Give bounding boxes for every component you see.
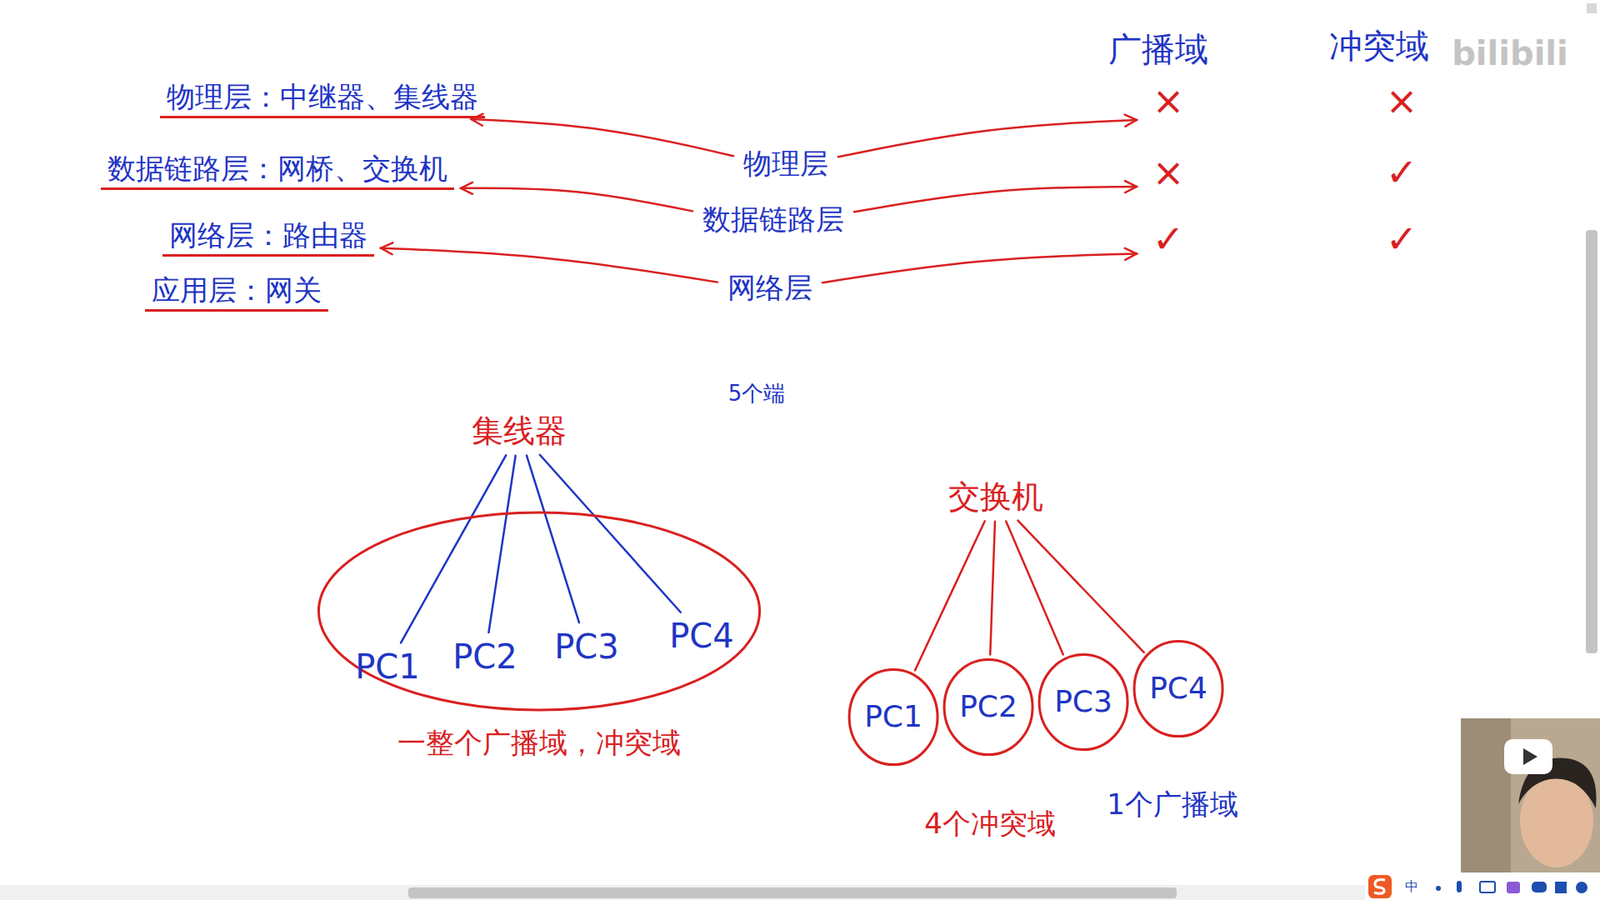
arrow-connector xyxy=(460,188,693,212)
column-header: 广播域 xyxy=(1108,29,1209,70)
scrollbar-thumb xyxy=(1585,230,1598,654)
hub-label: 集线器 xyxy=(465,410,574,453)
link-line xyxy=(990,521,995,655)
count-note: 1个广播域 xyxy=(1106,787,1239,822)
scroll-arrow xyxy=(1586,3,1597,14)
mark-symbol: ✓ xyxy=(1376,150,1427,196)
mark-row: ×× xyxy=(1143,78,1427,125)
node-text: PC2 xyxy=(452,636,518,677)
link-line xyxy=(526,455,580,624)
mark-symbol: ✓ xyxy=(1376,216,1427,263)
ime-icon xyxy=(1531,881,1547,893)
mark-symbol: ✓ xyxy=(1143,216,1194,263)
pc-circle: PC2 xyxy=(943,657,1034,757)
webcam-frame xyxy=(1460,718,1600,873)
layer-device-note: 网络层：路由器 xyxy=(162,216,375,257)
layer-name: 网络层 xyxy=(720,269,820,307)
mark-row: ×✓ xyxy=(1143,150,1427,196)
pc-label: PC1 xyxy=(348,645,427,689)
node-text: PC1 xyxy=(355,646,420,687)
node-text: PC4 xyxy=(669,615,735,656)
ime-icon xyxy=(1435,885,1441,891)
ime-icon xyxy=(1555,881,1567,894)
arrow-connector xyxy=(822,253,1137,283)
switch-label: 交换机 xyxy=(941,476,1050,519)
node-text: PC2 xyxy=(959,688,1018,725)
pc-circle: PC1 xyxy=(848,667,939,767)
link-line xyxy=(488,455,515,633)
column-header: 冲突域 xyxy=(1329,25,1430,66)
link-line xyxy=(400,455,506,643)
play-icon xyxy=(1523,748,1538,765)
link-line xyxy=(540,455,681,613)
ime-toolbar xyxy=(1365,873,1600,900)
arrow-connector xyxy=(854,186,1137,212)
node-text: 数据链路层 xyxy=(702,202,845,237)
arrow-connector xyxy=(838,120,1137,157)
ime-icon xyxy=(1480,881,1495,893)
ellipse-stroke xyxy=(1134,640,1223,736)
arrow-connector xyxy=(380,248,718,283)
node-text: 物理层：中继器、集线器 xyxy=(166,80,479,115)
node-text: 网络层：路由器 xyxy=(169,218,368,253)
mark-symbol: × xyxy=(1376,78,1427,125)
node-text: PC1 xyxy=(864,698,923,735)
node-text: 数据链路层：网桥、交换机 xyxy=(107,151,448,186)
ellipse-stroke xyxy=(849,669,938,765)
scrollbar-thumb xyxy=(408,887,1177,899)
ime-icon xyxy=(1456,880,1462,893)
link-line xyxy=(1017,520,1144,653)
layer-name: 数据链路层 xyxy=(695,200,851,239)
ime-bar xyxy=(1365,873,1600,900)
mark-symbol: × xyxy=(1143,78,1194,125)
ellipse-stroke xyxy=(1039,654,1128,750)
arrow-connector xyxy=(470,119,734,156)
broadcast-domain-outline: 一整个广播域，冲突域PC1PC2PC3PC4 xyxy=(314,508,765,715)
pc-label: PC3 xyxy=(547,625,626,669)
count-note: 4个冲突域 xyxy=(924,806,1056,841)
scrollbar-track xyxy=(0,885,1600,900)
ime-icon xyxy=(1506,881,1520,894)
link-line xyxy=(915,520,985,670)
layer-name: 物理层 xyxy=(736,145,835,183)
node-text: 交换机 xyxy=(948,478,1044,517)
link-line xyxy=(1005,520,1064,655)
node-text: PC4 xyxy=(1149,670,1208,706)
layer-device-note: 物理层：中继器、集线器 xyxy=(160,78,485,119)
caption: 一整个广播域，冲突域 xyxy=(397,725,681,760)
ime-icon xyxy=(1575,881,1588,894)
node-text: 物理层 xyxy=(743,146,829,181)
layer-device-note: 数据链路层：网桥、交换机 xyxy=(100,150,455,190)
mark-row: ✓✓ xyxy=(1143,216,1427,263)
node-text: 网络层 xyxy=(727,270,813,305)
ellipse-stroke xyxy=(318,511,760,710)
node-text: 集线器 xyxy=(471,412,567,451)
pc-circle: PC4 xyxy=(1133,639,1224,739)
node-text: PC3 xyxy=(1054,683,1113,720)
webcam-wall xyxy=(1460,718,1511,873)
webcam-overlay xyxy=(1460,718,1600,873)
pc-label: PC4 xyxy=(662,614,741,658)
note: 5个端 xyxy=(728,380,786,407)
play-button xyxy=(1504,739,1553,775)
pc-label: PC2 xyxy=(445,635,525,679)
mark-symbol: × xyxy=(1143,150,1194,196)
node-text: PC3 xyxy=(554,626,620,667)
ime-mode: 中 xyxy=(1405,878,1419,895)
pc-circle: PC3 xyxy=(1038,652,1129,752)
ime-logo xyxy=(1368,875,1392,899)
layer-device-note: 应用层：网关 xyxy=(145,271,329,312)
ime-logo-mark xyxy=(1374,880,1385,895)
watermark: bilibili xyxy=(1451,33,1569,74)
node-text: 应用层：网关 xyxy=(151,273,322,308)
ellipse-stroke xyxy=(944,659,1033,755)
